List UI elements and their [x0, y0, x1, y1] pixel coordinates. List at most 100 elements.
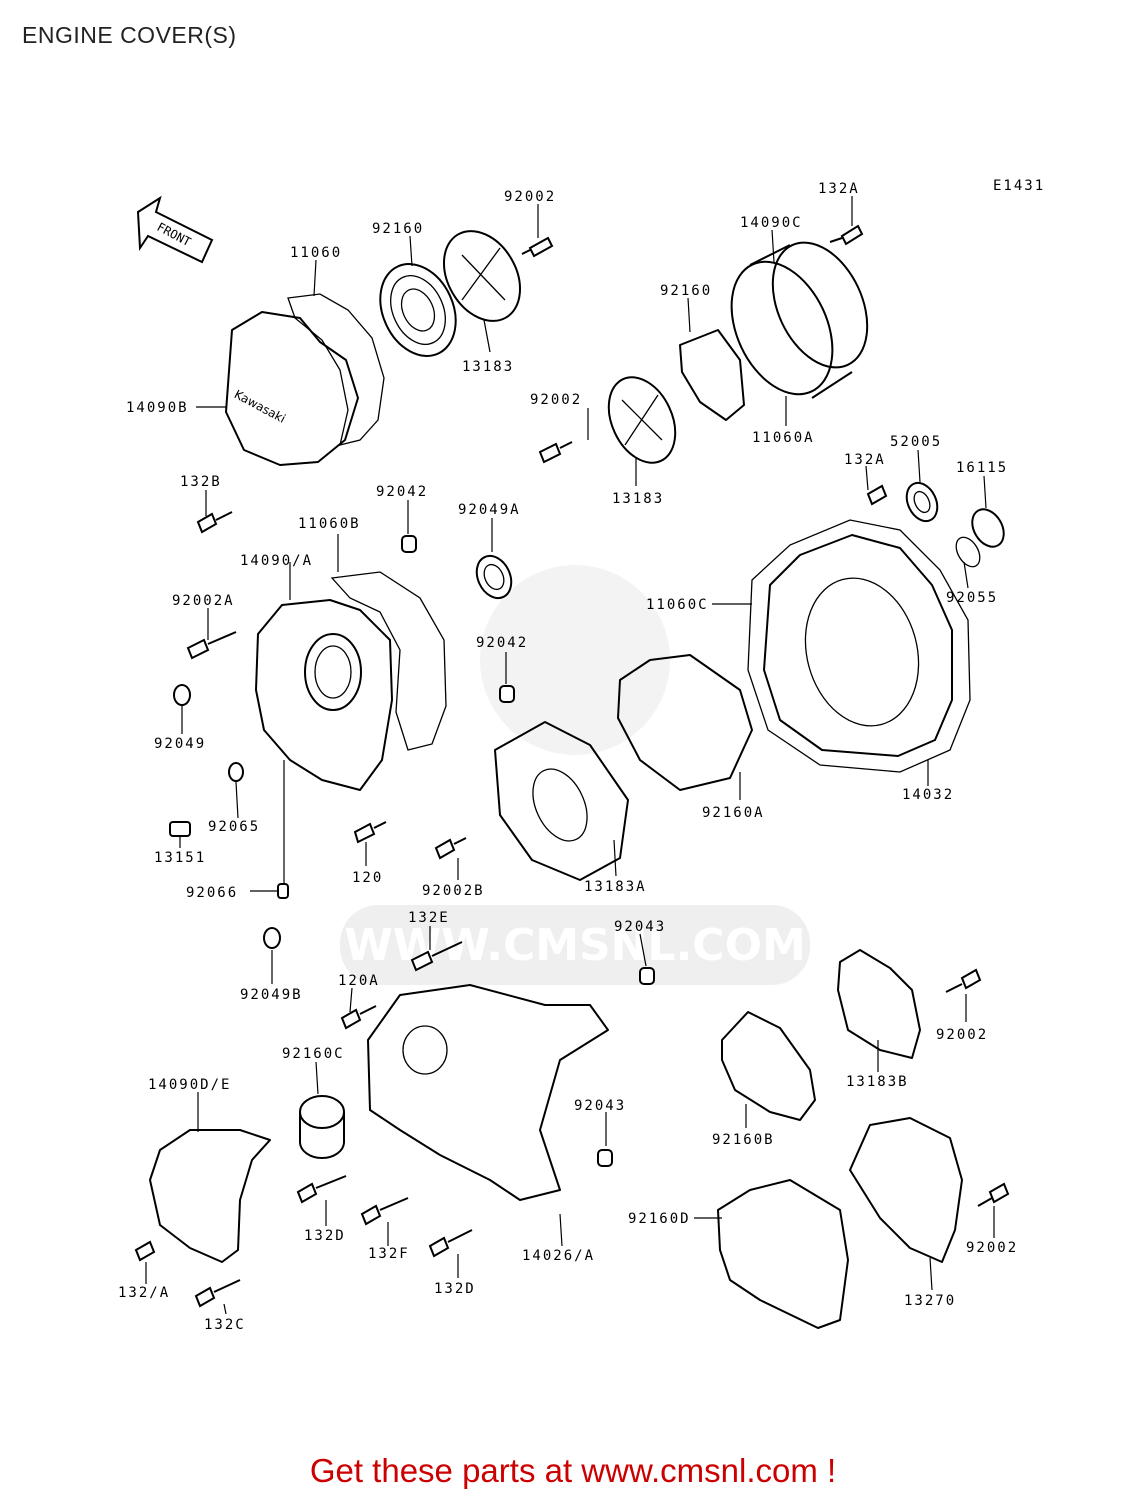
- bolt-132b: [196, 511, 233, 534]
- label-13183a: 13183A: [584, 879, 647, 895]
- label-132c: 132C: [204, 1317, 246, 1333]
- label-92160c: 92160C: [282, 1046, 345, 1062]
- bolts: [134, 224, 1010, 1308]
- leader-lines: [145, 196, 995, 1315]
- label-92002: 92002: [504, 189, 556, 205]
- bolt-132d-right: [428, 1229, 473, 1258]
- cover-14090-a: [255, 599, 393, 791]
- dowel-92042-top: [401, 535, 417, 553]
- label-14090c: 14090C: [740, 215, 803, 231]
- seal-92049a: [475, 554, 513, 600]
- grille-92160d: [717, 1179, 849, 1329]
- label-132-a: 132/A: [118, 1285, 170, 1301]
- label-92049a: 92049A: [458, 502, 521, 518]
- label-13183b: 13183B: [846, 1074, 909, 1090]
- footer-link[interactable]: Get these parts at www.cmsnl.com !: [309, 1452, 837, 1489]
- bolt-132a-top: [829, 224, 864, 246]
- label-92002: 92002: [936, 1027, 988, 1043]
- label-13151: 13151: [154, 850, 206, 866]
- diagram-code: E1431: [993, 178, 1045, 194]
- bolt-132f: [360, 1197, 409, 1226]
- grille-92160b: [721, 1011, 816, 1121]
- cover-14090de: [149, 1129, 271, 1263]
- label-92002a: 92002A: [172, 593, 235, 609]
- label-132a: 132A: [818, 181, 860, 197]
- plug-16115: [971, 508, 1005, 548]
- label-92065: 92065: [208, 819, 260, 835]
- grille-92160a: [617, 654, 753, 791]
- label-92160: 92160: [372, 221, 424, 237]
- label-92055: 92055: [946, 590, 998, 606]
- bolt-120a: [340, 1005, 377, 1030]
- switch-13151: [169, 821, 191, 837]
- label-92160a: 92160A: [702, 805, 765, 821]
- bracket-13270: [849, 1117, 963, 1263]
- washer-92065: [228, 762, 244, 782]
- dowel-92043-top: [639, 967, 655, 985]
- generator-cover-14090b: Kawasaki: [225, 311, 359, 466]
- page-title: ENGINE COVER(S): [22, 22, 237, 48]
- bolt-132a-mid: [866, 484, 888, 506]
- label-11060b: 11060B: [298, 516, 361, 532]
- spacer-92160c: [299, 1095, 345, 1159]
- plate-13183b: [837, 949, 921, 1059]
- label-14032: 14032: [902, 787, 954, 803]
- bolt-92002-bottom: [977, 1182, 1010, 1207]
- bolt-132-a: [134, 1240, 156, 1262]
- label-11060a: 11060A: [752, 430, 815, 446]
- label-13183: 13183: [612, 491, 664, 507]
- plate-13183-top: [443, 230, 521, 322]
- label-92042: 92042: [376, 484, 428, 500]
- label-132d: 132D: [434, 1281, 476, 1297]
- label-92049: 92049: [154, 736, 206, 752]
- dowel-92042-mid: [499, 685, 515, 703]
- bolt-92002a: [186, 631, 237, 660]
- bolt-132e: [410, 941, 463, 972]
- label-92160d: 92160D: [628, 1211, 691, 1227]
- gasket-11060: [287, 293, 385, 446]
- label-52005: 52005: [890, 434, 942, 450]
- bolt-132d-left: [296, 1175, 347, 1204]
- label-92042: 92042: [476, 635, 528, 651]
- label-132f: 132F: [368, 1246, 410, 1262]
- bolt-92002b: [434, 837, 467, 860]
- label-14090de: 14090D/E: [148, 1077, 231, 1093]
- front-arrow-icon: FRONT: [136, 195, 214, 264]
- label-132e: 132E: [408, 910, 450, 926]
- dowel-92043-bottom: [597, 1149, 613, 1167]
- label-16115: 16115: [956, 460, 1008, 476]
- label-132b: 132B: [180, 474, 222, 490]
- label-132a: 132A: [844, 452, 886, 468]
- label-14090-a: 14090/A: [240, 553, 313, 569]
- label-92043: 92043: [574, 1098, 626, 1114]
- label-92160: 92160: [660, 283, 712, 299]
- part-labels: 92002 92160 11060 13183 14090B 132B 132A…: [118, 181, 1016, 1333]
- label-92002: 92002: [530, 392, 582, 408]
- grille-92160-right: [679, 329, 745, 421]
- label-13183: 13183: [462, 359, 514, 375]
- label-11060: 11060: [290, 245, 342, 261]
- label-92002b: 92002B: [422, 883, 485, 899]
- plate-13183a: [494, 721, 629, 881]
- bolt-92002-top: [521, 236, 554, 258]
- label-120: 120: [352, 870, 383, 886]
- label-14090b: 14090B: [126, 400, 189, 416]
- bolt-92002-right: [945, 968, 982, 993]
- gasket-11060b: [330, 571, 447, 751]
- grille-92160: [379, 263, 457, 357]
- label-120a: 120A: [338, 973, 380, 989]
- cap-92066: [277, 883, 289, 899]
- label-13270: 13270: [904, 1293, 956, 1309]
- label-14026-a: 14026/A: [522, 1248, 595, 1264]
- clutch-cover-14032: [747, 519, 971, 773]
- label-92066: 92066: [186, 885, 238, 901]
- bolt-132c: [194, 1279, 241, 1308]
- oring-92055: [955, 536, 981, 568]
- cover-brand-label: Kawasaki: [232, 387, 288, 426]
- cover-14090c: [730, 241, 869, 399]
- seal-52005: [905, 481, 939, 523]
- bolt-92002-mid: [538, 441, 573, 464]
- lower-cover-14026-a: [367, 984, 609, 1201]
- seal-92049b: [263, 927, 281, 949]
